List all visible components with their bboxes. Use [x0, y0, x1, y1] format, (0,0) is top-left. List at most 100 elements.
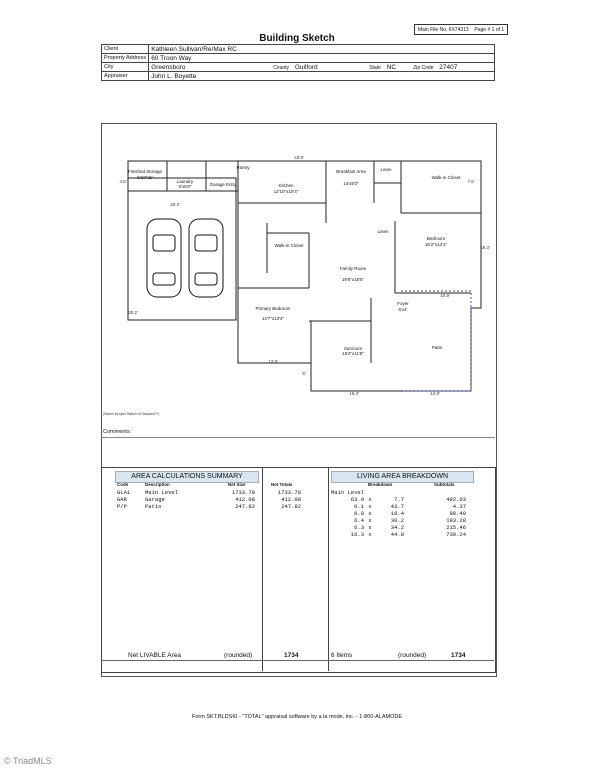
living-breakdown-title: LIVING AREA BREAKDOWN	[331, 471, 474, 483]
living-row: 6.3 x 34.2 215.46	[331, 524, 471, 531]
state-value: NC	[386, 63, 397, 71]
garage-outline	[127, 177, 237, 321]
area-row: P/P Patio 247.82 247.82	[117, 503, 307, 510]
col-code: Code	[117, 482, 129, 487]
zip-value: 27407	[439, 63, 458, 71]
measure-10: 6'	[302, 371, 306, 376]
room-dims-5: 14'x9'3"	[343, 181, 359, 186]
room-label-12: Primary Bedroom	[255, 306, 290, 311]
garage-cars	[146, 218, 224, 298]
address-label: Property Address	[100, 53, 150, 63]
living-a: 6.4	[354, 517, 364, 524]
col-description: Description	[145, 482, 170, 487]
living-a: 6.3	[354, 524, 364, 531]
area-desc: Patio	[145, 503, 162, 510]
area-summary-title: AREA CALCULATIONS SUMMARY	[115, 471, 259, 483]
room-dims-0: 5'10"x5'	[137, 175, 153, 180]
county-value: Guilford	[294, 63, 318, 71]
room-dims-14: 15'4"x11'8"	[342, 351, 364, 356]
county-label: County	[273, 64, 290, 71]
living-row: 6.4 x 30.2 193.28	[331, 517, 471, 524]
room-label-4: Kitchen	[278, 183, 294, 188]
living-section-label: Main Level	[331, 489, 365, 496]
living-row: 0.1 x 43.7 4.37	[331, 503, 471, 510]
area-desc: Garage	[145, 496, 165, 503]
area-code: P/P	[117, 503, 127, 510]
measure-1: 20.2'	[170, 202, 180, 207]
living-total-value: 1734	[451, 652, 466, 659]
living-sub: 193.28	[446, 517, 466, 524]
net-livable-value: 1734	[284, 652, 299, 659]
client-value: Kathleen Sullivan/Re/Max RC	[148, 44, 495, 54]
page-title: Building Sketch	[259, 33, 335, 44]
living-rounded: (rounded)	[398, 652, 427, 659]
living-a: 6.0	[354, 510, 364, 517]
sketch-sheet	[101, 123, 497, 677]
house-outline	[237, 160, 482, 392]
measure-2: 13.8'	[268, 359, 278, 364]
col-subtotals: Subtotals	[434, 482, 455, 487]
area-code: GAR	[117, 496, 127, 503]
zip-label: Zip Code	[413, 64, 434, 71]
room-label-2: Pantry	[236, 165, 250, 170]
sketch-credit: (Sketch by Apex Sketch v5 Standard™)	[103, 412, 159, 416]
measure-8: 7.5'	[467, 179, 474, 184]
room-label-1: Laundry	[177, 179, 194, 184]
room-label-9: Bedroom	[427, 236, 446, 241]
area-total: 1733.78	[277, 489, 301, 496]
room-label-6: Linen	[380, 167, 392, 172]
form-footer: Form SKT.BLDSKI - "TOTAL" appraisal soft…	[191, 714, 403, 720]
room-label-15: Patio	[432, 345, 443, 350]
room-dims-12: 14'7"x13'4"	[262, 316, 285, 321]
area-total: 412.08	[281, 496, 301, 503]
living-row: 6.0 x 16.4 98.40	[331, 510, 471, 517]
area-desc: Main Level	[145, 489, 179, 496]
room-label-3: Garage Entry	[210, 182, 238, 187]
living-b: 7.7	[394, 496, 404, 503]
area-row: GAR Garage 412.08 412.08	[117, 496, 307, 503]
room-dims-9: 15'2"x14'1"	[425, 242, 448, 247]
area-net: 412.08	[235, 496, 255, 503]
times-sign: x	[368, 517, 372, 524]
measure-4: 14.9'	[430, 391, 440, 396]
area-summary-rows: GLA1 Main Level 1733.78 1733.78 GAR Gara…	[117, 489, 307, 510]
room-label-11: Family Room	[340, 266, 367, 271]
measure-5: 10.9'	[440, 293, 450, 298]
room-dims-13: 6'x4'	[399, 307, 408, 312]
summary-footer-line	[101, 660, 494, 661]
room-label-14: Sunroom	[344, 346, 363, 351]
city-value: Greensboro	[148, 62, 272, 72]
times-sign: x	[368, 510, 372, 517]
living-sub: 4.37	[452, 503, 466, 510]
living-a: 16.3	[350, 531, 364, 538]
summary-box	[101, 467, 496, 673]
area-code: GLA1	[117, 489, 131, 496]
area-net: 1733.78	[231, 489, 255, 496]
room-label-8: Linen	[377, 229, 389, 234]
summary-divider	[262, 467, 329, 671]
living-sub: 492.03	[446, 496, 466, 503]
page-number: Page # 1 of 1	[474, 26, 505, 33]
living-sub: 98.40	[449, 510, 466, 517]
room-dims-1: 5'x5'0"	[178, 184, 191, 189]
appraiser-label: Appraiser	[100, 71, 150, 81]
living-sub: 730.24	[446, 531, 466, 538]
times-sign: x	[368, 531, 372, 538]
living-b: 16.4	[390, 510, 404, 517]
net-livable-rounded: (rounded)	[224, 652, 253, 659]
times-sign: x	[368, 503, 372, 510]
area-total: 247.82	[281, 503, 301, 510]
watermark: © TriadMLS	[4, 756, 52, 766]
room-label-5: Breakfast Area	[336, 169, 366, 174]
col-breakdown: Breakdown	[368, 482, 393, 487]
times-sign: x	[368, 524, 372, 531]
living-b: 30.2	[390, 517, 404, 524]
measure-6: 30.2'	[128, 310, 138, 315]
patio-outline	[401, 290, 472, 392]
living-b: 44.8	[390, 531, 404, 538]
floor-plan: Finished Storage 5'10"x5' Laundry 5'x5'0…	[103, 155, 490, 416]
measure-3: 16.4'	[349, 391, 359, 396]
file-number: Main File No. 6X74313	[417, 26, 469, 33]
measure-0: 43.9'	[294, 155, 304, 160]
room-dims-4: 13'10"x10'4"	[274, 189, 299, 194]
